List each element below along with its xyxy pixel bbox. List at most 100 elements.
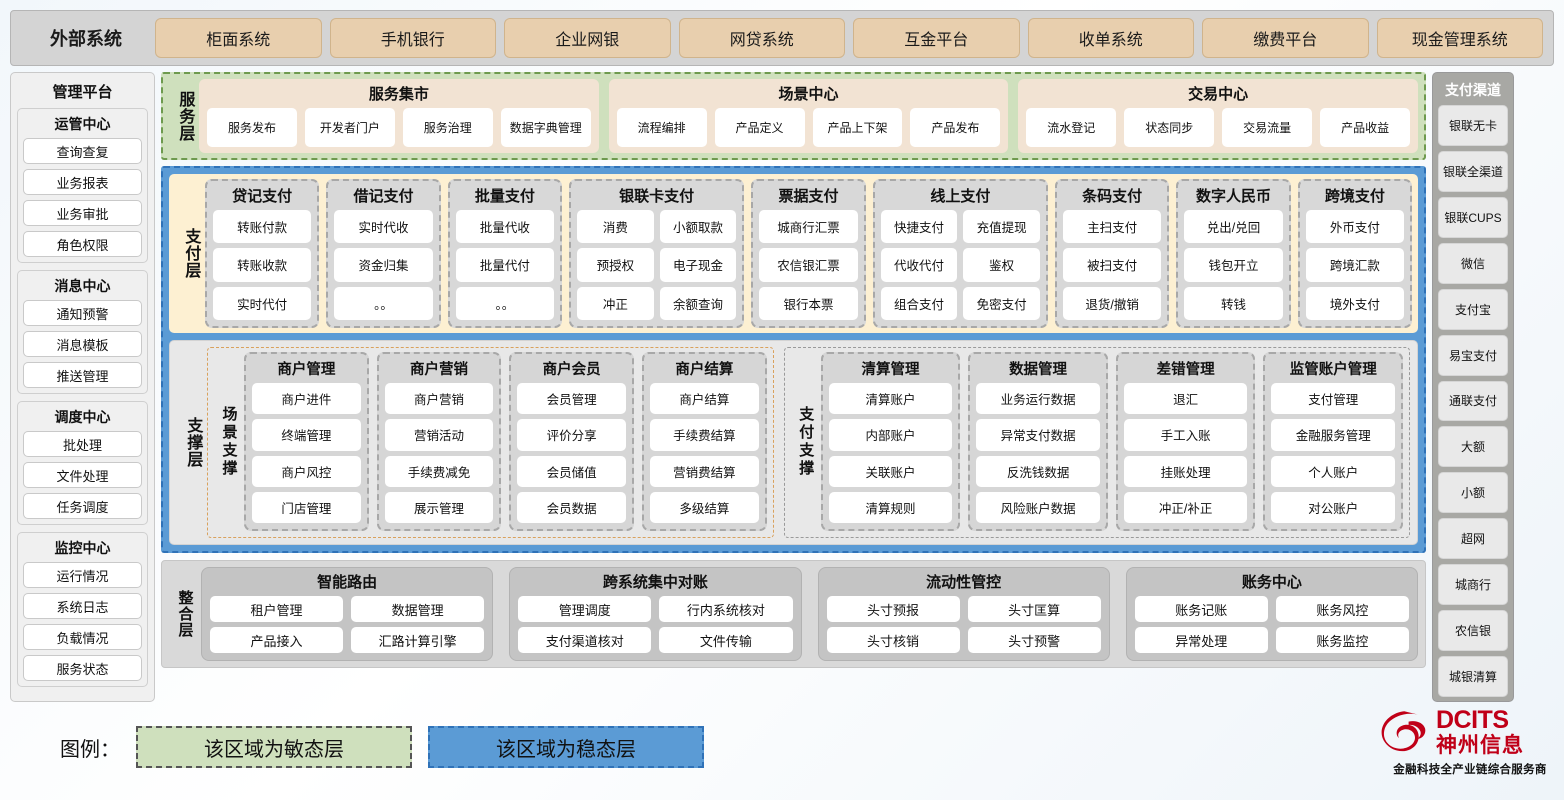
support-chip[interactable]: 挂账处理 xyxy=(1123,455,1248,487)
channel-item[interactable]: 农信银 xyxy=(1438,610,1508,652)
payment-chip[interactable]: 外币支付 xyxy=(1305,210,1405,244)
payment-chip[interactable]: 实时代付 xyxy=(213,286,312,320)
service-chip[interactable]: 流水登记 xyxy=(1026,108,1117,147)
admin-item[interactable]: 服务状态 xyxy=(23,655,142,681)
payment-chip[interactable]: 城商行汇票 xyxy=(759,210,858,244)
payment-chip[interactable]: 消费 xyxy=(577,210,654,244)
payment-chip[interactable]: 批量代收 xyxy=(455,210,555,244)
external-system-chip[interactable]: 网贷系统 xyxy=(678,18,845,58)
integration-chip[interactable]: 数据管理 xyxy=(351,596,485,622)
admin-item[interactable]: 角色权限 xyxy=(23,231,142,257)
external-system-chip[interactable]: 柜面系统 xyxy=(155,18,322,58)
support-chip[interactable]: 展示管理 xyxy=(384,491,494,523)
payment-chip[interactable]: 转账收款 xyxy=(213,248,312,282)
service-chip[interactable]: 服务发布 xyxy=(207,108,297,147)
support-chip[interactable]: 门店管理 xyxy=(252,491,361,523)
channel-item[interactable]: 银联CUPS xyxy=(1438,196,1508,238)
channel-item[interactable]: 银联全渠道 xyxy=(1438,150,1508,192)
admin-item[interactable]: 查询查复 xyxy=(23,138,142,164)
admin-item[interactable]: 批处理 xyxy=(23,431,142,457)
integration-chip[interactable]: 账务风控 xyxy=(1275,596,1409,622)
admin-item[interactable]: 任务调度 xyxy=(23,493,142,519)
service-chip[interactable]: 产品上下架 xyxy=(812,108,903,147)
integration-chip[interactable]: 头寸核销 xyxy=(826,627,960,653)
support-chip[interactable]: 会员管理 xyxy=(517,383,627,415)
external-system-chip[interactable]: 互金平台 xyxy=(853,18,1020,58)
support-chip[interactable]: 反洗钱数据 xyxy=(976,455,1100,487)
payment-chip[interactable]: 预授权 xyxy=(577,248,654,282)
payment-chip[interactable]: 充值提现 xyxy=(963,210,1040,244)
service-chip[interactable]: 产品收益 xyxy=(1320,108,1411,147)
admin-item[interactable]: 运行情况 xyxy=(23,562,142,588)
support-chip[interactable]: 多级结算 xyxy=(650,491,759,523)
support-chip[interactable]: 营销费结算 xyxy=(650,455,759,487)
support-chip[interactable]: 冲正/补正 xyxy=(1123,491,1248,523)
external-system-chip[interactable]: 现金管理系统 xyxy=(1376,18,1543,58)
support-chip[interactable]: 清算规则 xyxy=(828,491,953,523)
payment-chip[interactable]: 实时代收 xyxy=(334,210,433,244)
payment-chip[interactable]: 免密支付 xyxy=(963,286,1040,320)
support-chip[interactable]: 业务运行数据 xyxy=(976,383,1100,415)
admin-item[interactable]: 负载情况 xyxy=(23,624,142,650)
integration-chip[interactable]: 头寸匡算 xyxy=(967,596,1101,622)
support-chip[interactable]: 关联账户 xyxy=(828,455,953,487)
support-chip[interactable]: 营销活动 xyxy=(384,419,494,451)
payment-chip[interactable]: 冲正 xyxy=(577,286,654,320)
external-system-chip[interactable]: 企业网银 xyxy=(504,18,671,58)
payment-chip[interactable]: 主扫支付 xyxy=(1063,210,1162,244)
payment-chip[interactable]: 批量代付 xyxy=(455,248,555,282)
payment-chip[interactable]: 余额查询 xyxy=(659,286,737,320)
payment-chip[interactable]: 跨境汇款 xyxy=(1305,248,1405,282)
support-chip[interactable]: 终端管理 xyxy=(252,419,361,451)
payment-chip[interactable]: 小额取款 xyxy=(659,210,737,244)
admin-item[interactable]: 业务审批 xyxy=(23,200,142,226)
channel-item[interactable]: 小额 xyxy=(1438,472,1508,514)
payment-chip[interactable]: 鉴权 xyxy=(963,248,1040,282)
integration-chip[interactable]: 账务记账 xyxy=(1134,596,1268,622)
support-chip[interactable]: 异常支付数据 xyxy=(976,419,1100,451)
payment-chip[interactable]: 电子现金 xyxy=(659,248,737,282)
admin-item[interactable]: 系统日志 xyxy=(23,593,142,619)
support-chip[interactable]: 退汇 xyxy=(1123,383,1248,415)
payment-chip[interactable]: 转钱 xyxy=(1184,286,1283,320)
channel-item[interactable]: 通联支付 xyxy=(1438,380,1508,422)
support-chip[interactable]: 商户营销 xyxy=(384,383,494,415)
integration-chip[interactable]: 头寸预报 xyxy=(826,596,960,622)
payment-chip[interactable]: 农信银汇票 xyxy=(759,248,858,282)
payment-chip[interactable]: 兑出/兑回 xyxy=(1184,210,1283,244)
support-chip[interactable]: 评价分享 xyxy=(517,419,627,451)
integration-chip[interactable]: 产品接入 xyxy=(210,627,344,653)
payment-chip[interactable]: 组合支付 xyxy=(880,286,958,320)
service-chip[interactable]: 服务治理 xyxy=(402,108,493,147)
integration-chip[interactable]: 支付渠道核对 xyxy=(518,627,652,653)
payment-chip[interactable]: 。。 xyxy=(455,286,555,320)
support-chip[interactable]: 金融服务管理 xyxy=(1271,419,1396,451)
channel-item[interactable]: 大额 xyxy=(1438,426,1508,468)
support-chip[interactable]: 商户进件 xyxy=(252,383,361,415)
support-chip[interactable]: 清算账户 xyxy=(828,383,953,415)
support-chip[interactable]: 内部账户 xyxy=(828,419,953,451)
payment-chip[interactable]: 退货/撤销 xyxy=(1063,286,1162,320)
integration-chip[interactable]: 租户管理 xyxy=(210,596,344,622)
service-chip[interactable]: 状态同步 xyxy=(1124,108,1215,147)
channel-item[interactable]: 超网 xyxy=(1438,518,1508,560)
payment-chip[interactable]: 。。 xyxy=(334,286,433,320)
support-chip[interactable]: 支付管理 xyxy=(1271,383,1396,415)
support-chip[interactable]: 风险账户数据 xyxy=(976,491,1100,523)
channel-item[interactable]: 银联无卡 xyxy=(1438,105,1508,146)
external-system-chip[interactable]: 手机银行 xyxy=(329,18,496,58)
support-chip[interactable]: 对公账户 xyxy=(1271,491,1396,523)
integration-chip[interactable]: 头寸预警 xyxy=(967,627,1101,653)
channel-item[interactable]: 支付宝 xyxy=(1438,288,1508,330)
support-chip[interactable]: 会员储值 xyxy=(517,455,627,487)
integration-chip[interactable]: 文件传输 xyxy=(659,627,793,653)
admin-item[interactable]: 通知预警 xyxy=(23,300,142,326)
support-chip[interactable]: 个人账户 xyxy=(1271,455,1396,487)
admin-item[interactable]: 业务报表 xyxy=(23,169,142,195)
external-system-chip[interactable]: 缴费平台 xyxy=(1202,18,1369,58)
support-chip[interactable]: 商户风控 xyxy=(252,455,361,487)
channel-item[interactable]: 易宝支付 xyxy=(1438,334,1508,376)
payment-chip[interactable]: 钱包开立 xyxy=(1184,248,1283,282)
admin-item[interactable]: 推送管理 xyxy=(23,362,142,388)
payment-chip[interactable]: 资金归集 xyxy=(334,248,433,282)
